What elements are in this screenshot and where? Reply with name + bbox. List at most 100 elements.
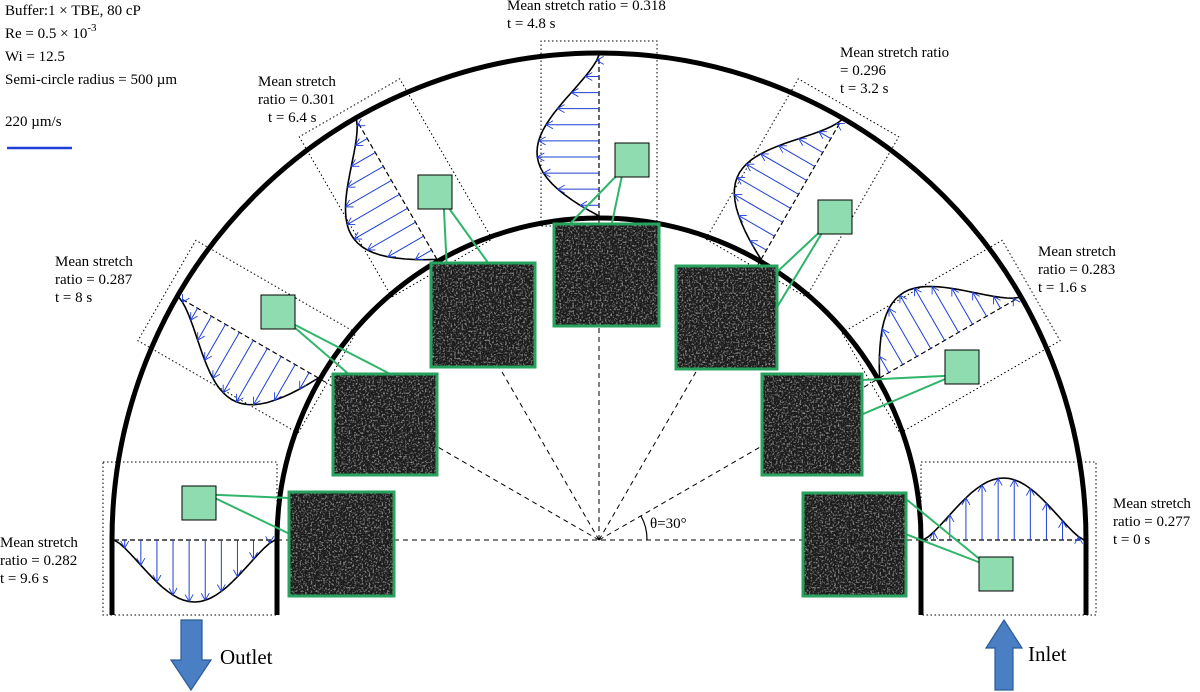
image-frame xyxy=(552,222,661,328)
velocity-arrowhead xyxy=(542,168,551,178)
velocity-vector xyxy=(212,332,240,379)
image-content xyxy=(289,492,394,596)
velocity-arrowhead xyxy=(346,179,356,188)
velocity-arrowhead xyxy=(929,531,939,540)
velocity-vector xyxy=(951,288,973,325)
velocity-vector xyxy=(299,372,310,390)
observation-markers xyxy=(181,142,1014,592)
radius-text: Semi-circle radius = 500 µm xyxy=(5,72,177,88)
velocity-vector xyxy=(351,152,376,167)
velocity-arrowhead xyxy=(182,294,190,303)
velocity-arrowhead xyxy=(899,294,908,304)
inner-channel-wall xyxy=(274,215,924,615)
velocity-arrowhead xyxy=(749,240,759,248)
velocity-arrowhead xyxy=(736,176,746,185)
re-text: Re = 0.5 × 10-3 xyxy=(5,22,97,42)
image-frame xyxy=(801,491,908,598)
velocity-arrowhead xyxy=(951,287,960,297)
velocity-vector xyxy=(204,324,226,361)
image-frame xyxy=(760,372,864,477)
velocity-arrowhead xyxy=(354,138,364,146)
profile-baseline xyxy=(760,119,843,260)
velocity-profiles xyxy=(113,54,1085,603)
velocity-arrowhead xyxy=(152,574,162,584)
velocity-profile-180 xyxy=(113,536,276,603)
station-label-120-line0: Mean stretch xyxy=(258,74,336,90)
profile-curve xyxy=(113,539,276,603)
velocity-vector xyxy=(798,138,823,153)
velocity-arrowhead xyxy=(216,584,226,593)
station-label-150-line1: ratio = 0.287 xyxy=(55,272,133,288)
velocity-profile-60 xyxy=(733,119,845,260)
velocity-vector xyxy=(236,348,268,403)
velocity-arrowhead xyxy=(344,199,354,208)
velocity-arrowhead xyxy=(299,380,307,390)
velocity-arrowhead xyxy=(168,587,178,597)
velocity-vector xyxy=(387,235,424,258)
velocity-arrowhead xyxy=(265,536,275,545)
microscope-image-0 xyxy=(801,491,908,598)
velocity-arrowhead xyxy=(356,118,366,127)
image-frame xyxy=(287,490,396,598)
velocity-arrowhead xyxy=(197,332,205,342)
velocity-vector xyxy=(746,163,799,195)
velocity-arrowhead xyxy=(222,384,231,394)
velocity-arrowhead xyxy=(745,163,755,172)
velocity-arrowhead xyxy=(818,131,827,139)
image-content xyxy=(431,263,535,367)
station-box-0 xyxy=(920,461,1097,616)
station-box-150 xyxy=(137,239,357,434)
velocity-arrowhead xyxy=(972,291,980,301)
microscope-image-30 xyxy=(760,372,864,477)
velocity-vector xyxy=(749,240,767,251)
velocity-arrowhead xyxy=(1058,519,1067,528)
velocity-vector xyxy=(274,364,296,401)
image-content xyxy=(333,374,437,475)
microscope-image-180 xyxy=(287,490,396,598)
image-content xyxy=(676,266,777,369)
marker-square-180 xyxy=(181,485,217,521)
velocity-arrowhead xyxy=(136,557,146,567)
velocity-arrowhead xyxy=(945,513,955,523)
velocity-arrowhead xyxy=(777,145,787,153)
velocity-profile-30 xyxy=(878,285,1021,379)
velocity-arrowhead xyxy=(233,569,242,578)
station-label-30-line1: ratio = 0.283 xyxy=(1038,262,1115,278)
velocity-arrowhead xyxy=(536,152,545,162)
outlet-label: Outlet xyxy=(220,645,273,669)
velocity-vector xyxy=(818,131,832,140)
velocity-arrowhead xyxy=(1012,297,1021,307)
velocity-arrowhead xyxy=(797,138,807,146)
microscope-image-120 xyxy=(429,261,537,369)
velocity-vector xyxy=(778,145,815,167)
velocity-vector xyxy=(972,292,987,317)
image-content xyxy=(762,374,862,475)
velocity-arrowhead xyxy=(584,72,593,81)
velocity-vector xyxy=(345,179,392,208)
velocity-arrowhead xyxy=(274,392,282,402)
velocity-arrowhead xyxy=(249,552,258,561)
velocity-arrowhead xyxy=(556,184,565,194)
velocity-arrowhead xyxy=(366,242,376,251)
station-label-60-line0: Mean stretch ratio xyxy=(840,45,949,61)
velocity-arrowhead xyxy=(993,295,1001,305)
station-box-30 xyxy=(841,239,1061,434)
microscope-image-150 xyxy=(331,372,439,477)
station-label-30-line2: t = 1.6 s xyxy=(1038,280,1087,296)
velocity-arrowhead xyxy=(961,496,971,506)
wi-text: Wi = 12.5 xyxy=(5,49,65,65)
velocity-arrowhead xyxy=(737,215,747,223)
velocity-profile-150 xyxy=(178,294,319,406)
image-frame xyxy=(331,372,439,477)
velocity-vector xyxy=(353,207,408,240)
velocity-arrowhead xyxy=(888,307,897,317)
outer-channel-wall xyxy=(109,50,1089,615)
station-label-180-line0: Mean stretch xyxy=(0,535,78,551)
station-label-90-line1: t = 4.8 s xyxy=(507,16,556,32)
velocity-vector xyxy=(197,316,212,341)
velocity-vector xyxy=(899,294,932,349)
velocity-arrowhead xyxy=(1074,535,1084,544)
inlet-arrow-icon xyxy=(984,618,1024,691)
velocity-profile-90 xyxy=(536,54,604,217)
